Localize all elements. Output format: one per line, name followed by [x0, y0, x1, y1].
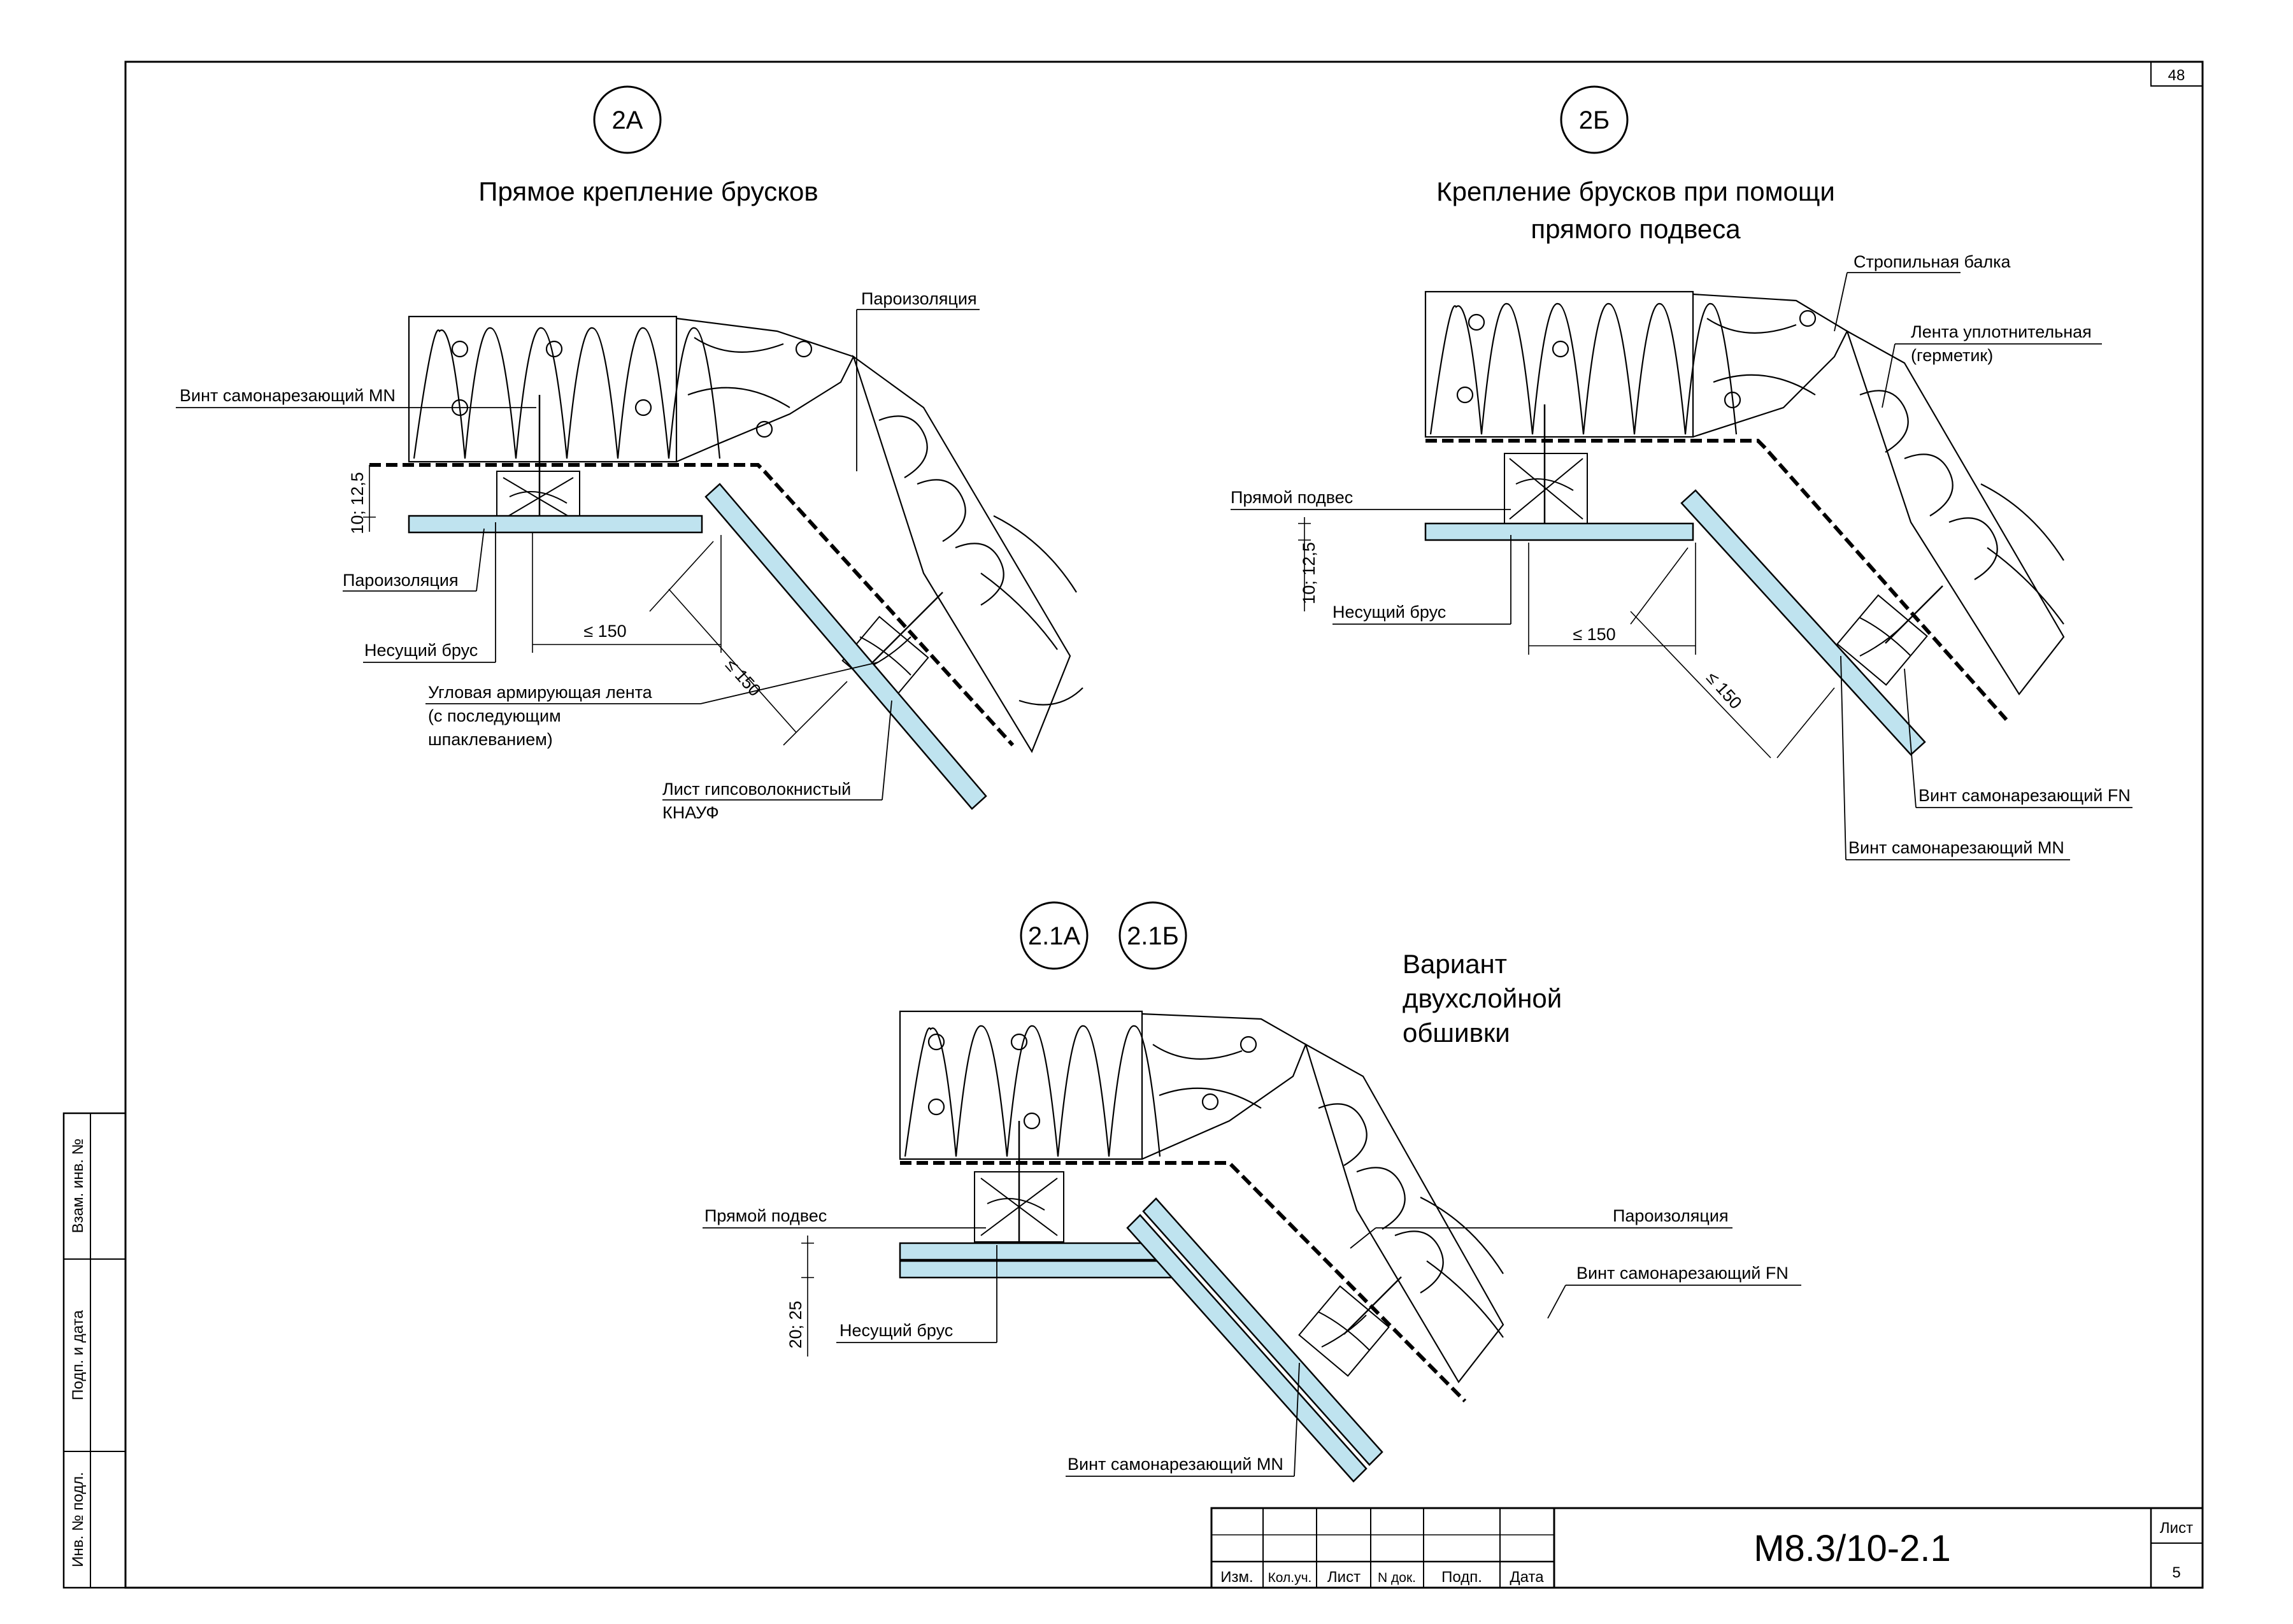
stamp-col-ndok: N док.	[1378, 1571, 1416, 1585]
label-2a-tape-2: (с последующим	[428, 706, 561, 725]
sheet-number: 5	[2172, 1564, 2180, 1581]
detail-2-1-title-1: Вариант	[1403, 949, 1507, 979]
detail-2-1-leaders	[703, 1227, 1801, 1477]
detail-2-1-insulation	[899, 1010, 1504, 1383]
detail-marker-2-1a: 2.1А	[1028, 922, 1081, 950]
corner-number: 48	[2168, 67, 2185, 84]
detail-2b-leaders	[1231, 272, 2132, 860]
dim-2-1-thickness: 20; 25	[786, 1300, 805, 1348]
label-2b-screw-mn: Винт самонарезающий MN	[1848, 838, 2064, 857]
label-2a-tape-3: шпаклеванием)	[428, 730, 553, 749]
label-2b-rafter: Стропильная балка	[1854, 252, 2011, 271]
detail-2b-gypsum-sheets	[1424, 489, 1926, 756]
stamp-col-data: Дата	[1510, 1569, 1544, 1586]
detail-2-1-gypsum-sheets	[899, 1197, 1383, 1483]
detail-2-1-dimensions	[801, 1236, 814, 1357]
label-2b-screw-fn: Винт самонарезающий FN	[1918, 786, 2131, 805]
label-2a-sheet-2: КНАУФ	[662, 803, 719, 822]
label-2b-beam: Несущий брус	[1332, 602, 1446, 622]
document-code: М8.3/10-2.1	[1754, 1528, 1951, 1569]
side-fields: Инв. № подл. Подп. и дата Взам. инв. №	[69, 1139, 87, 1567]
detail-2-1-beams	[974, 1121, 1402, 1377]
dim-2b-diagonal: ≤ 150	[1703, 668, 1745, 713]
label-2a-screw-mn: Винт самонарезающий MN	[180, 386, 396, 405]
detail-2a-insulation	[408, 315, 1083, 753]
dim-2b-thickness: 10; 12,5	[1299, 542, 1318, 604]
label-2b-seal-1: Лента уплотнительная	[1911, 322, 2092, 341]
dim-2a-thickness: 10; 12,5	[348, 472, 367, 534]
label-2b-seal-2: (герметик)	[1911, 346, 1993, 365]
label-2a-beam: Несущий брус	[364, 641, 478, 660]
detail-marker-2b: 2Б	[1579, 106, 1610, 134]
detail-2b: 2Б Крепление брусков при помощи прямого …	[1231, 85, 2132, 860]
label-2a-vapor-top: Пароизоляция	[861, 289, 977, 308]
label-2-1-beam: Несущий брус	[839, 1321, 953, 1340]
detail-2a-beams	[496, 395, 943, 703]
label-2-1-hanger: Прямой подвес	[704, 1206, 827, 1225]
detail-2-1-title-3: обшивки	[1403, 1018, 1510, 1048]
stamp-col-list: Лист	[1327, 1569, 1361, 1586]
detail-marker-2a-circle	[593, 85, 662, 154]
detail-2b-title-2: прямого подвеса	[1531, 214, 1741, 244]
detail-marker-2-1b-circle	[1118, 901, 1187, 970]
detail-2a-leaders	[176, 309, 980, 801]
side-field-podp-data: Подп. и дата	[69, 1310, 87, 1400]
sheet-frame	[62, 61, 2204, 1589]
side-field-inv-podl: Инв. № подл.	[69, 1472, 87, 1567]
detail-marker-2b-circle	[1560, 85, 1629, 154]
side-field-vzam-inv: Взам. инв. №	[69, 1139, 87, 1234]
detail-2a-dimensions	[363, 465, 848, 746]
detail-2a: 2А Прямое крепление брусков	[176, 85, 1083, 822]
detail-2a-title: Прямое крепление брусков	[478, 176, 818, 206]
label-2a-tape-1: Угловая армирующая лента	[428, 683, 653, 702]
detail-marker-2-1a-circle	[1020, 901, 1089, 970]
detail-marker-2a: 2А	[612, 106, 643, 134]
detail-2-1-vapor-barrier	[900, 1161, 1467, 1403]
detail-2b-dimensions	[1298, 517, 1835, 759]
label-2a-sheet-1: Лист гипсоволокнистый	[662, 780, 851, 799]
detail-2a-gypsum-sheets	[408, 483, 987, 810]
detail-2a-vapor-barrier	[369, 463, 1015, 747]
sheet-label: Лист	[2160, 1520, 2193, 1537]
dim-2a-horizontal: ≤ 150	[583, 622, 626, 641]
label-2-1-screw-fn: Винт самонарезающий FN	[1576, 1264, 1789, 1283]
detail-2b-title-1: Крепление брусков при помощи	[1436, 176, 1835, 206]
detail-2-1: 2.1А 2.1Б Вариант двухслойной обшивки	[703, 901, 1801, 1483]
stamp-col-koluch: Кол.уч.	[1268, 1571, 1312, 1585]
detail-2b-vapor-barrier	[1425, 439, 2008, 721]
stamp-col-podp: Подп.	[1441, 1569, 1482, 1586]
label-2a-vapor-left: Пароизоляция	[343, 571, 459, 590]
dim-2b-horizontal: ≤ 150	[1573, 625, 1615, 644]
detail-2-1-title-2: двухслойной	[1403, 983, 1562, 1013]
detail-2b-insulation	[1424, 290, 2065, 695]
stamp-columns: Изм. Кол.уч. Лист N док. Подп. Дата	[1220, 1569, 1544, 1586]
label-2-1-screw-mn: Винт самонарезающий MN	[1068, 1455, 1283, 1474]
detail-marker-2-1b: 2.1Б	[1127, 922, 1179, 950]
stamp-col-izm: Изм.	[1220, 1569, 1253, 1586]
label-2-1-vapor: Пароизоляция	[1613, 1206, 1729, 1225]
label-2b-hanger: Прямой подвес	[1231, 488, 1353, 507]
